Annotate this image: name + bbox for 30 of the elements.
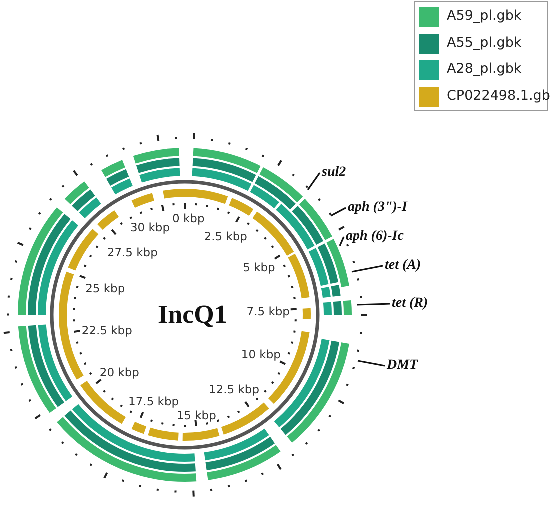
scale-label: 15 kbp — [176, 410, 216, 423]
legend-label: A55_pl.gbk — [447, 34, 522, 50]
scale-label: 25 kbp — [86, 282, 126, 296]
gene-label: aph (6)-Ic — [346, 229, 404, 245]
gene-label: aph (3")-I — [348, 200, 408, 216]
gene-label: sul2 — [322, 165, 346, 181]
gene-label: tet (A) — [385, 258, 422, 274]
legend-label: A28_pl.gbk — [447, 61, 522, 77]
scale-label: 17.5 kbp — [128, 395, 180, 408]
scale-label: 22.5 kbp — [82, 324, 132, 338]
leader-line — [352, 265, 384, 273]
legend-label: A59_pl.gbk — [447, 8, 522, 24]
scale-label: 30 kbp — [130, 221, 170, 234]
gene-label: tet (R) — [392, 296, 428, 312]
scale-label: 0 kbp — [172, 212, 205, 226]
gene-label: DMT — [387, 358, 418, 374]
scale-label: 12.5 kbp — [208, 383, 260, 396]
leader-line — [330, 207, 346, 217]
leader-line — [356, 303, 390, 306]
scale-label: 2.5 kbp — [204, 230, 248, 244]
leader-line — [339, 236, 345, 246]
scale-label: 7.5 kbp — [246, 306, 290, 319]
legend-label: CP022498.1.gb — [447, 88, 550, 104]
leader-line — [358, 360, 386, 367]
plasmid-title: IncQ1 — [158, 300, 228, 330]
leader-line — [307, 172, 321, 190]
scale-label: 20 kbp — [100, 366, 140, 380]
scale-label: 10 kbp — [241, 348, 281, 362]
scale-label: 5 kbp — [243, 262, 276, 275]
scale-label: 27.5 kbp — [107, 246, 158, 260]
